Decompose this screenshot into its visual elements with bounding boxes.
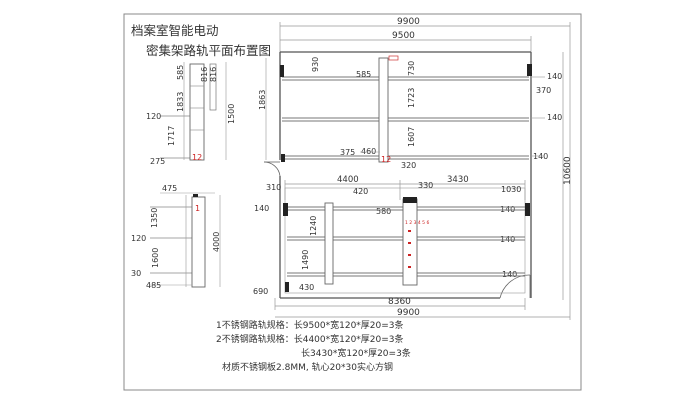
dim-right-140-a: 140: [547, 72, 562, 81]
upper-left-bottom-block: [281, 154, 285, 162]
dim-top-overall: 9900: [397, 17, 420, 27]
lower-fixed-shelf-a: [324, 202, 334, 285]
detail-top-120: 120: [146, 112, 161, 121]
dim-lower-580: 580: [376, 207, 391, 216]
dim-lower-690: 690: [253, 287, 268, 296]
dim-lower-310: 310: [266, 183, 281, 192]
dim-lower-430: 430: [299, 283, 314, 292]
dim-upper-375: 375: [340, 148, 355, 157]
upper-left-wall-block: [280, 65, 284, 77]
upper-shelf-cap: [388, 55, 399, 61]
lower-shelf-b-marks: [408, 230, 411, 268]
lower-shelf-b-labels: 1 2 3 4 5 6: [405, 220, 429, 226]
dim-lower-420: 420: [353, 187, 368, 196]
dim-upper-460: 460: [361, 147, 376, 156]
dim-upper-585: 585: [356, 70, 371, 79]
dim-lower-140-left: 140: [254, 204, 269, 213]
lower-left-block-bottom: [285, 282, 289, 292]
detail-bottom-475: 475: [162, 184, 177, 193]
dim-lower-330: 330: [418, 181, 433, 190]
detail-bottom-485: 485: [146, 281, 161, 290]
dim-bottom-inner: 8360: [388, 297, 411, 307]
detail-bottom-30: 30: [131, 269, 141, 278]
dim-right-height: 10600: [563, 156, 573, 185]
detail-bottom-elevation: [150, 192, 221, 288]
detail-bottom-120: 120: [131, 234, 146, 243]
drawing-border: [123, 13, 582, 391]
dim-right-140-c: 140: [533, 152, 548, 161]
upper-rails: [282, 76, 529, 160]
lower-room-outline: [284, 187, 526, 294]
note-line-2: 2不锈钢路轨规格：长4400*宽120*厚20=3条: [216, 333, 404, 345]
upper-shelf-label: 12: [381, 155, 391, 164]
lower-left-block-top: [283, 203, 288, 216]
note-line-4: 材质不锈钢板2.8MM, 轨心20*30实心方钢: [222, 361, 393, 373]
title-line2: 密集架路轨平面布置图: [146, 43, 271, 58]
dim-upper-730: 730: [407, 61, 416, 76]
door-arc-left: [263, 161, 281, 177]
detail-top-816a: 816: [200, 67, 209, 82]
dim-top-inner: 9500: [392, 31, 415, 41]
dim-lower-140-r2: 140: [500, 235, 515, 244]
dim-lower-3430: 3430: [447, 175, 469, 185]
note-line-1: 1不锈钢路轨规格：长9500*宽120*厚20=3条: [216, 319, 404, 331]
detail-top-816b: 816: [209, 67, 218, 82]
detail-top-585: 585: [176, 65, 185, 80]
dim-upper-930: 930: [311, 57, 320, 72]
dim-lower-140-r1: 140: [500, 205, 515, 214]
detail-bottom-label: 1: [195, 204, 200, 213]
detail-top-1717: 1717: [167, 126, 176, 146]
upper-dim-ticks: [265, 58, 545, 160]
dim-upper-320: 320: [401, 161, 416, 170]
dim-upper-370: 370: [536, 86, 551, 95]
dim-lower-4400: 4400: [337, 175, 359, 185]
bottom-dimension-lines: [275, 290, 571, 320]
detail-top-1833: 1833: [176, 92, 185, 112]
detail-bottom-1600: 1600: [151, 248, 160, 268]
detail-top-1500: 1500: [227, 104, 236, 124]
door-arc-right: [499, 274, 531, 299]
dim-bottom-overall: 9900: [397, 308, 420, 318]
dim-lower-1030: 1030: [501, 185, 521, 194]
dim-lower-1240: 1240: [309, 216, 318, 236]
title-line1: 档案室智能电动: [131, 23, 219, 38]
dim-upper-1723: 1723: [407, 88, 416, 108]
note-line-3: 长3430*宽120*厚20=3条: [301, 347, 411, 359]
dim-upper-1607: 1607: [407, 127, 416, 147]
dim-lower-1490: 1490: [301, 250, 310, 270]
dim-right-140-b: 140: [547, 113, 562, 122]
detail-bottom-4000: 4000: [212, 232, 221, 252]
upper-right-wall-block: [527, 64, 532, 76]
top-dimension-lines: [279, 22, 571, 290]
dim-lower-140-r3: 140: [502, 270, 517, 279]
upper-fixed-shelf: [378, 57, 389, 163]
detail-top-elevation: [160, 62, 227, 161]
detail-top-275: 275: [150, 157, 165, 166]
detail-top-label: 12: [192, 153, 202, 162]
detail-bottom-1350: 1350: [150, 208, 159, 228]
lower-shelf-b-cap: [403, 197, 417, 203]
dim-upper-1863: 1863: [258, 90, 267, 110]
lower-right-block: [525, 203, 530, 216]
room-walls: [279, 51, 532, 299]
